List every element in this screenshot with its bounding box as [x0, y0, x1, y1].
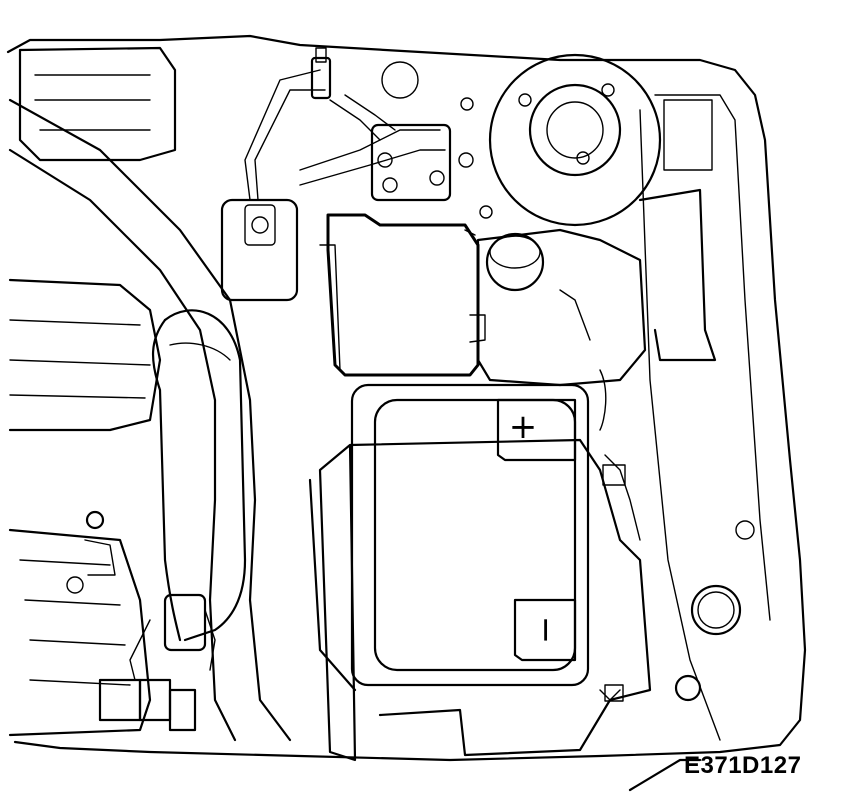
fuse-relay-box	[326, 213, 480, 377]
intake-hose	[8, 98, 292, 742]
positive-terminal-symbol: +	[509, 407, 538, 447]
strut-tower	[488, 53, 662, 227]
wiring-connector	[98, 678, 142, 722]
coolant-expansion-tank	[476, 228, 647, 387]
battery	[350, 383, 590, 687]
wiring-harness	[599, 369, 641, 701]
coolant-hose	[163, 309, 247, 642]
negative-terminal-cover	[513, 598, 577, 662]
brake-fluid-reservoir	[220, 198, 299, 302]
figure-code-label: E371D127	[684, 752, 802, 779]
negative-terminal-symbol: −	[526, 616, 566, 645]
air-filter-housing	[18, 46, 177, 162]
positive-terminal-cover	[496, 398, 577, 462]
engine-bay-outline	[6, 34, 807, 762]
brake-pipes	[244, 69, 446, 201]
abs-module	[370, 123, 452, 202]
battery-top-panel	[373, 398, 577, 672]
leader-line	[628, 758, 702, 792]
battery-tray	[318, 438, 652, 762]
